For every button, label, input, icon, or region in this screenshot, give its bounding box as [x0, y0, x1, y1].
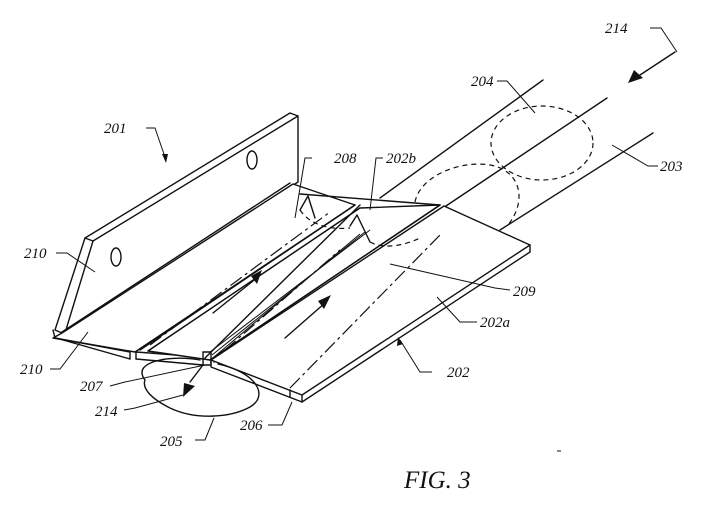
- center-lines: [149, 195, 441, 389]
- arrow-214-top-head: [628, 70, 643, 83]
- label-201: 201: [104, 121, 127, 137]
- hole-upper: [246, 150, 258, 170]
- label-210-lower: 210: [20, 362, 43, 378]
- reference-labels: 201 210 210 208 202b 204 214 203 209 202…: [20, 21, 683, 450]
- label-206: 206: [240, 418, 263, 434]
- label-208: 208: [334, 151, 357, 167]
- label-207: 207: [80, 379, 104, 395]
- label-209: 209: [513, 284, 536, 300]
- label-210-upper: 210: [24, 246, 47, 262]
- arrow-214-bottom-head: [183, 383, 195, 397]
- label-203: 203: [660, 159, 683, 175]
- flow-arrow-left-head: [251, 270, 262, 284]
- circle-205: [141, 357, 260, 417]
- dashed-circle-204: [414, 105, 594, 226]
- label-205: 205: [160, 434, 183, 450]
- leader-lines: [50, 27, 678, 441]
- label-202: 202: [447, 365, 470, 381]
- label-202b: 202b: [386, 151, 417, 167]
- label-202a: 202a: [480, 315, 510, 331]
- rails-203: [379, 79, 654, 231]
- hole-lower: [110, 247, 122, 267]
- flow-arrow-right-head: [318, 295, 331, 309]
- figure-caption: FIG. 3: [403, 467, 471, 494]
- label-214-top: 214: [605, 21, 628, 37]
- label-214-bottom: 214: [95, 404, 118, 420]
- label-204: 204: [471, 74, 494, 90]
- flow-arrows: [183, 51, 676, 397]
